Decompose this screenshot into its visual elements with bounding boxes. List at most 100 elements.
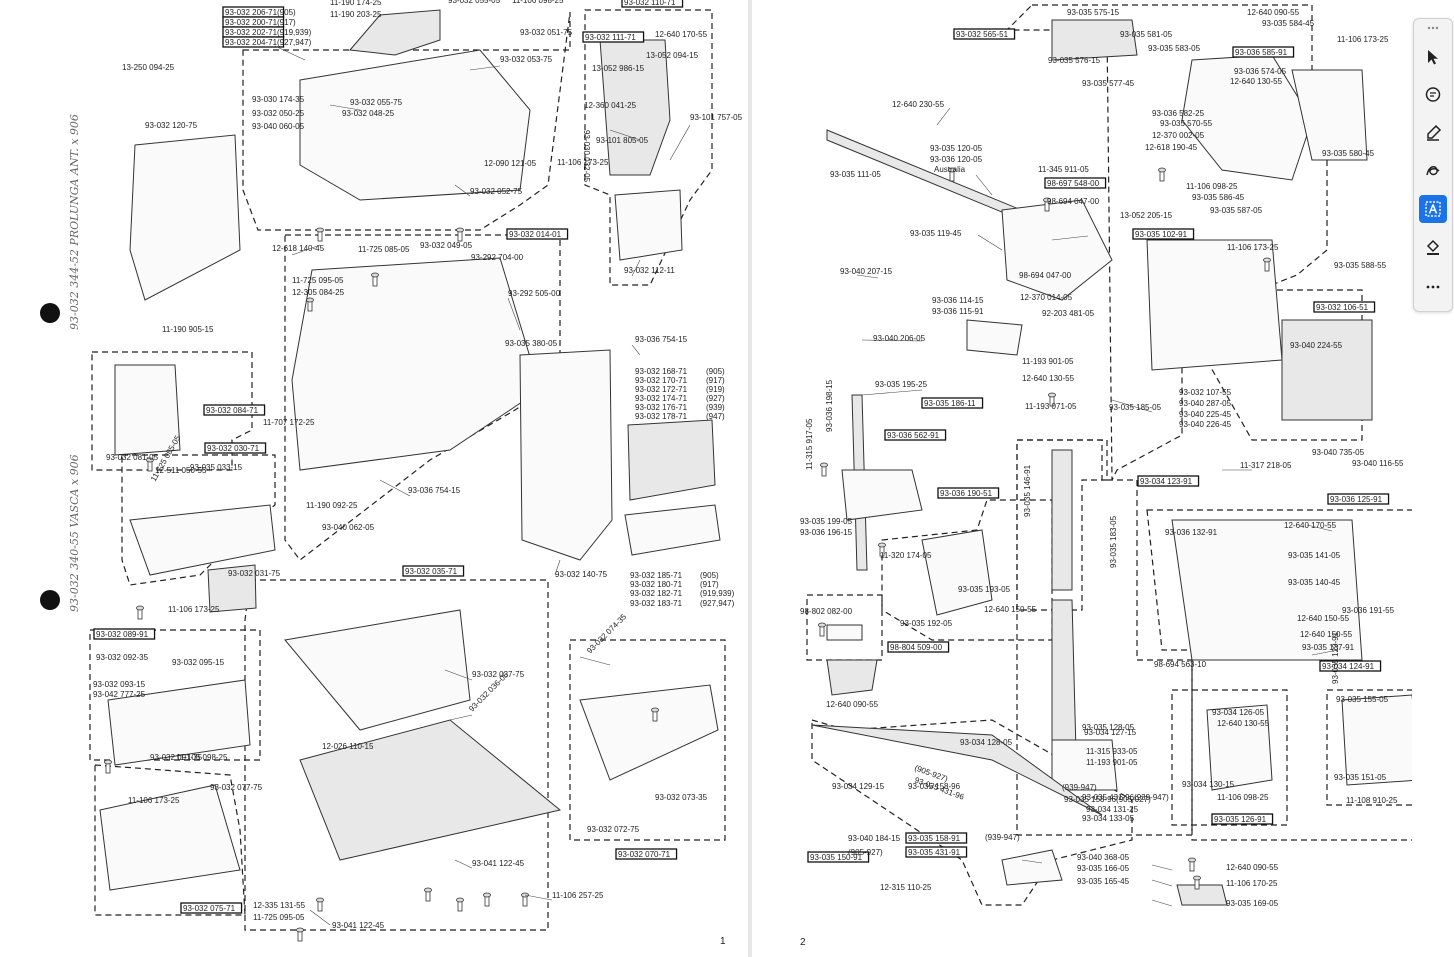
leader-line [274, 45, 306, 61]
part-number-box [905, 832, 968, 844]
part-number-label: (917) [277, 18, 296, 27]
highlighter-tool-button[interactable] [1419, 119, 1447, 147]
part-number-label: 12-618 140-45 [272, 244, 325, 253]
part-number-label: 93-032 178-71 [635, 412, 688, 421]
part-number-label: 93-035 165-45 [1077, 877, 1130, 886]
part-number-label: 11-725 095-05 [253, 913, 305, 922]
part-number-label: 11-106 098-25 [176, 753, 228, 762]
part-number-label: 93-030 174-35 [252, 95, 305, 104]
part-number-label: 12-305 084-25 [292, 288, 345, 297]
part-number-label: 93-032 050-25 [252, 109, 305, 118]
part-number-label: 93-034 126-05 [1212, 708, 1265, 717]
part-number-label: 93-036 574-05 [1234, 67, 1287, 76]
screw-head [104, 759, 112, 765]
part-number-label: 93-032 073-35 [655, 793, 708, 802]
part-number-label: 93-036 120-05 [930, 155, 983, 164]
part-number-label: 93-101 805-05 [596, 136, 649, 145]
part-number-label: 93-040 060-05 [252, 122, 305, 131]
part-number-label: (927,947) [700, 599, 735, 608]
part-number-label: 11-106 098-25 [512, 0, 564, 5]
screw-head [948, 167, 956, 173]
page-number: 2 [800, 937, 806, 948]
part-number-label: 93-035 119-45 [910, 229, 962, 238]
part-number-label: 11-193 901-05 [1022, 357, 1074, 366]
part-number-box [506, 228, 569, 240]
part-number-label: 11-106 173-25 [557, 158, 609, 167]
part-number-label: 93-035 183-05 [1109, 515, 1118, 568]
part-number-box [887, 641, 950, 653]
assembly-group-outline [1165, 289, 1363, 441]
part-number-label: 93-032 055-05 [448, 0, 501, 5]
part-number-label: 93-035 155-05 [1336, 695, 1389, 704]
assembly-group-outline [1016, 439, 1108, 611]
part-number-label: 12-640 230-55 [892, 100, 945, 109]
leader-line [609, 129, 641, 141]
assembly-number-label: 93-035 102-91 [1135, 230, 1188, 239]
part-number-label: 11-725 095-05 [292, 276, 344, 285]
part-number-box [953, 28, 1016, 40]
part-number-label: 93-032 176-71 [635, 403, 688, 412]
assembly-group-outline [91, 351, 253, 471]
part-number-box [582, 31, 645, 43]
assembly-group-outline [806, 594, 883, 661]
part-number-label: Australia [934, 165, 966, 174]
fill-tool-button[interactable] [1419, 233, 1447, 261]
part-number-label: 93-032 055-75 [350, 98, 403, 107]
part-number-box [1137, 475, 1200, 487]
part-number-label: 93-032 093-15 [93, 680, 146, 689]
part-number-label: 93-041 122-45 [472, 859, 525, 868]
assembly-group-outline [584, 9, 713, 286]
part-drawing [826, 624, 863, 641]
toolbar-grip-icon[interactable] [1426, 25, 1440, 31]
part-number-label: 93-035 587-05 [1210, 206, 1263, 215]
part-number-box [1232, 46, 1295, 58]
part-number-label: 93-035 185-05 [1109, 403, 1162, 412]
part-number-label: (919) [706, 385, 725, 394]
part-number-label: 93-035 431-96(939-947) [1082, 793, 1169, 802]
part-number-label: 11-190 174-25 [330, 0, 382, 7]
part-number-label: 12-511 050-55 [155, 466, 207, 475]
part-number-label: 93-032 081-05 [106, 453, 159, 462]
cursor-tool-button[interactable] [1419, 43, 1447, 71]
part-drawing [1206, 704, 1273, 791]
more-options-button[interactable] [1419, 273, 1447, 301]
part-drawing [291, 257, 541, 471]
part-number-label: 11-106 173-25 [128, 796, 180, 805]
freehand-tool-button[interactable] [1419, 157, 1447, 185]
part-number-label: 93-032 051-75 [520, 28, 573, 37]
part-number-label: 93-035 581-05 [1120, 30, 1173, 39]
comment-tool-button[interactable] [1419, 81, 1447, 109]
part-number-box [222, 36, 285, 48]
part-number-label: 93-035 575-15 [1067, 8, 1120, 17]
screw-head [296, 927, 304, 933]
part-number-label: 11-106 170-25 [1226, 879, 1278, 888]
part-number-label: 11-108 910-25 [1346, 796, 1398, 805]
part-number-label: 13-250 094-25 [122, 63, 175, 72]
part-number-label: (917) [700, 580, 719, 589]
part-number-label: 93-032 183-71 [630, 599, 683, 608]
part-number-label: (927,947) [277, 38, 312, 47]
part-number-label: (917) [706, 376, 725, 385]
leader-line [1306, 524, 1333, 532]
part-number-label: (905-927) [848, 848, 883, 857]
part-number-box [621, 0, 684, 8]
part-number-label: (939-947) [1062, 783, 1097, 792]
part-number-label: 93-292 505-00 [508, 289, 561, 298]
part-number-label: 93-036 132-91 [1165, 528, 1218, 537]
part-number-label: 11-106 173-25 [168, 605, 220, 614]
leader-line [1151, 864, 1173, 871]
leader-line [454, 184, 471, 197]
part-number-label: 93-034 130-15 [1182, 780, 1235, 789]
text-box-tool-button[interactable] [1419, 195, 1447, 223]
part-drawing [1001, 849, 1063, 886]
assembly-number-label: 98-804 509-00 [890, 643, 943, 652]
part-number-label: (905) [277, 8, 296, 17]
page-number: 1 [720, 936, 726, 947]
part-number-box [884, 429, 947, 441]
screw-head [651, 707, 659, 713]
part-number-label: 93-034 131-25 [1086, 805, 1139, 814]
part-number-label: 11-106 098-25 [1217, 793, 1269, 802]
page-gutter [748, 0, 752, 957]
part-drawing [1176, 884, 1228, 906]
part-drawing [1171, 519, 1363, 661]
